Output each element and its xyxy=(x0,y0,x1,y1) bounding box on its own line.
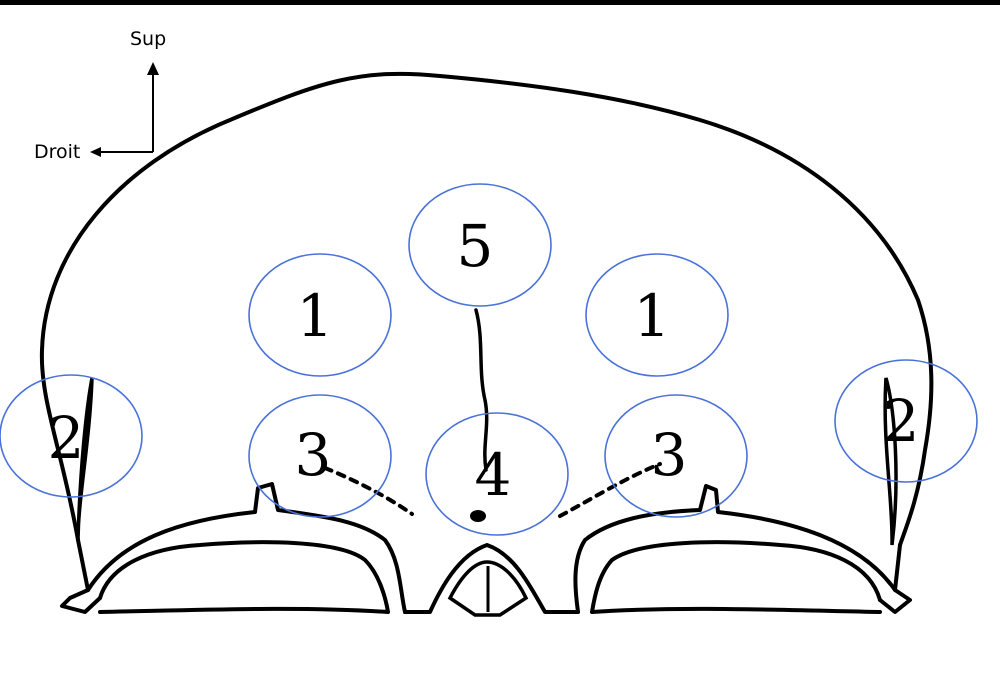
region-ring-2-left xyxy=(0,374,143,498)
nasal-inner xyxy=(447,560,529,617)
region-label-1-right: 1 xyxy=(634,282,671,350)
temporal-line-right xyxy=(883,377,898,546)
region-ring-1-left xyxy=(248,253,392,377)
lateral-pillar-left xyxy=(60,538,102,614)
region-label-3-right: 3 xyxy=(651,421,688,489)
metopic-suture xyxy=(474,308,489,472)
top-border xyxy=(0,0,1000,5)
region-label-1-left: 1 xyxy=(297,282,334,350)
region-label-4: 4 xyxy=(475,441,512,509)
region-label-3-left: 3 xyxy=(295,421,332,489)
side-arrow-head xyxy=(90,147,101,157)
orbit-roof-left xyxy=(86,482,407,614)
orbit-floor-right xyxy=(590,540,882,614)
skull-outline xyxy=(39,71,934,617)
region-ring-2-right xyxy=(834,359,978,483)
region-label-2-right: 2 xyxy=(883,387,920,455)
region-ring-5 xyxy=(408,183,552,307)
orientation-up-label: Sup xyxy=(130,28,166,50)
orientation-side-label: Droit xyxy=(34,141,80,163)
region-circles xyxy=(0,183,978,536)
lateral-pillar-right xyxy=(878,543,912,614)
region-label-2-left: 2 xyxy=(48,404,85,472)
orbit-roof-right xyxy=(573,484,897,614)
region-ring-3-right xyxy=(604,394,748,518)
region-label-5: 5 xyxy=(457,212,494,280)
up-arrow-head xyxy=(147,62,159,75)
supraorbital-line-left xyxy=(323,466,414,516)
orbit-floor-left xyxy=(98,540,390,614)
region-ring-1-right xyxy=(585,253,729,377)
supraorbital-line-right xyxy=(558,462,662,518)
nasal-process xyxy=(403,543,580,614)
region-ring-3-left xyxy=(248,394,392,518)
region-labels: 5 1 1 2 2 3 3 4 xyxy=(48,212,920,509)
region-ring-4 xyxy=(425,412,569,536)
glabella-foramen xyxy=(470,510,486,522)
skull-vault xyxy=(39,71,934,547)
orientation-indicator: Sup Droit xyxy=(34,28,166,163)
